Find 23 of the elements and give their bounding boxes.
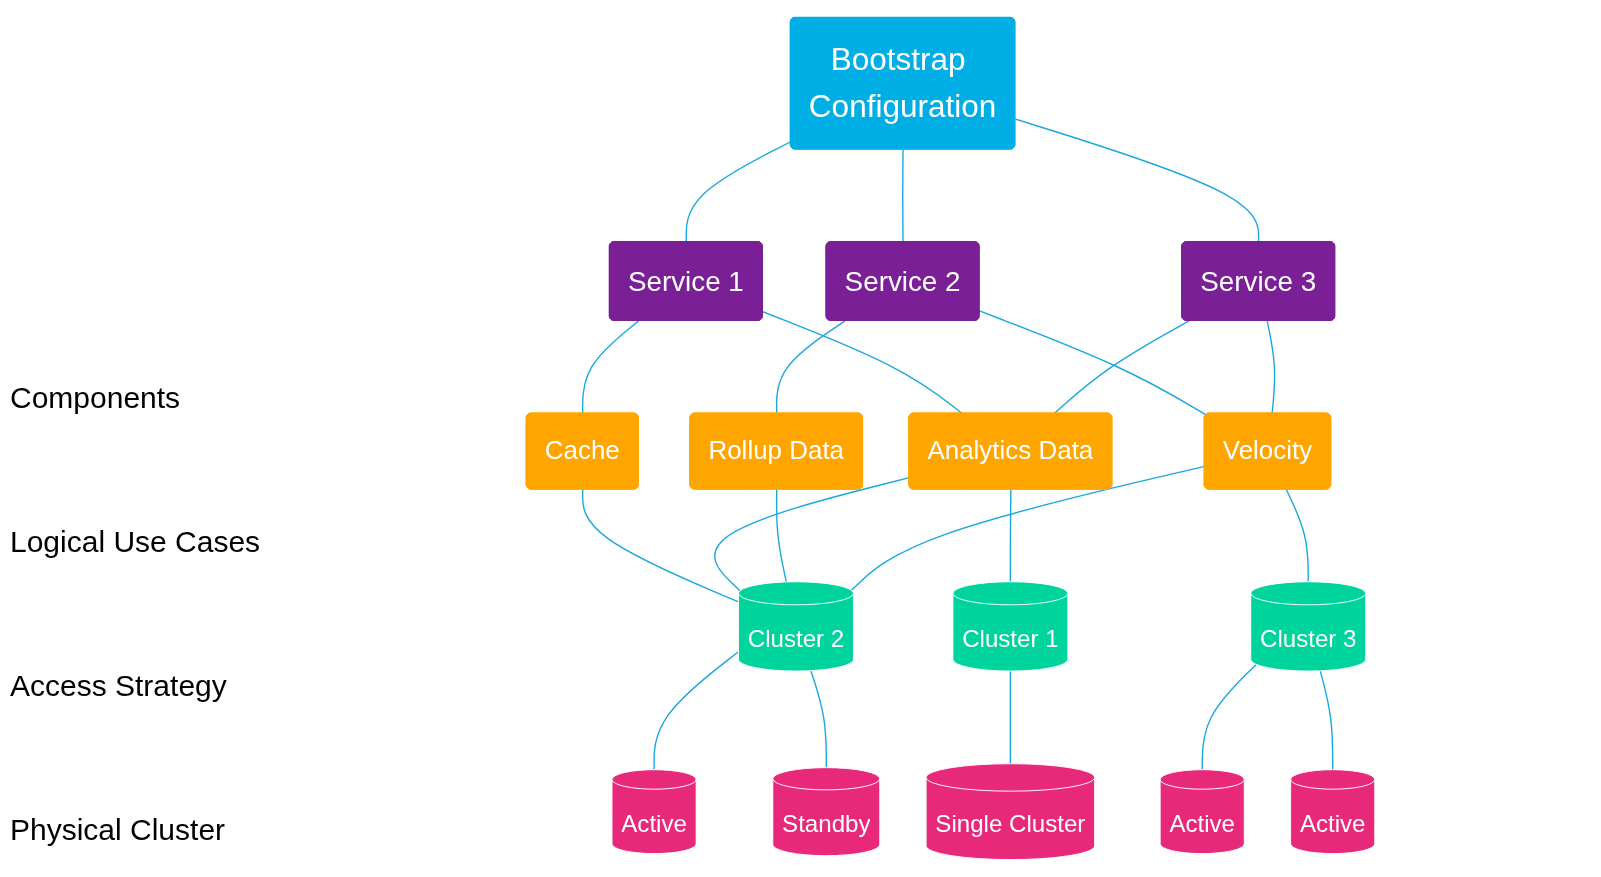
- connector: [1053, 320, 1190, 415]
- connector: [1009, 670, 1012, 765]
- connector: [775, 488, 787, 583]
- connector: [810, 669, 827, 769]
- connector: [1285, 488, 1309, 583]
- connector: [978, 310, 1207, 416]
- connector: [653, 651, 740, 771]
- connector: [1014, 118, 1260, 243]
- layer-label: Physical Cluster: [10, 813, 227, 847]
- connector: [902, 148, 904, 243]
- layer-label: Access Strategy: [10, 669, 228, 703]
- connector: [762, 311, 963, 415]
- connector: [1201, 663, 1257, 771]
- connector: [581, 488, 740, 603]
- layer-label: Components: [10, 381, 182, 415]
- connector: [1266, 320, 1276, 415]
- connector: [850, 465, 1206, 591]
- connector: [775, 320, 846, 415]
- layer-label: Logical Use Cases: [10, 525, 262, 559]
- connector: [1009, 488, 1012, 583]
- connector: [581, 320, 640, 415]
- connector: [1319, 670, 1334, 771]
- connector: [685, 141, 792, 243]
